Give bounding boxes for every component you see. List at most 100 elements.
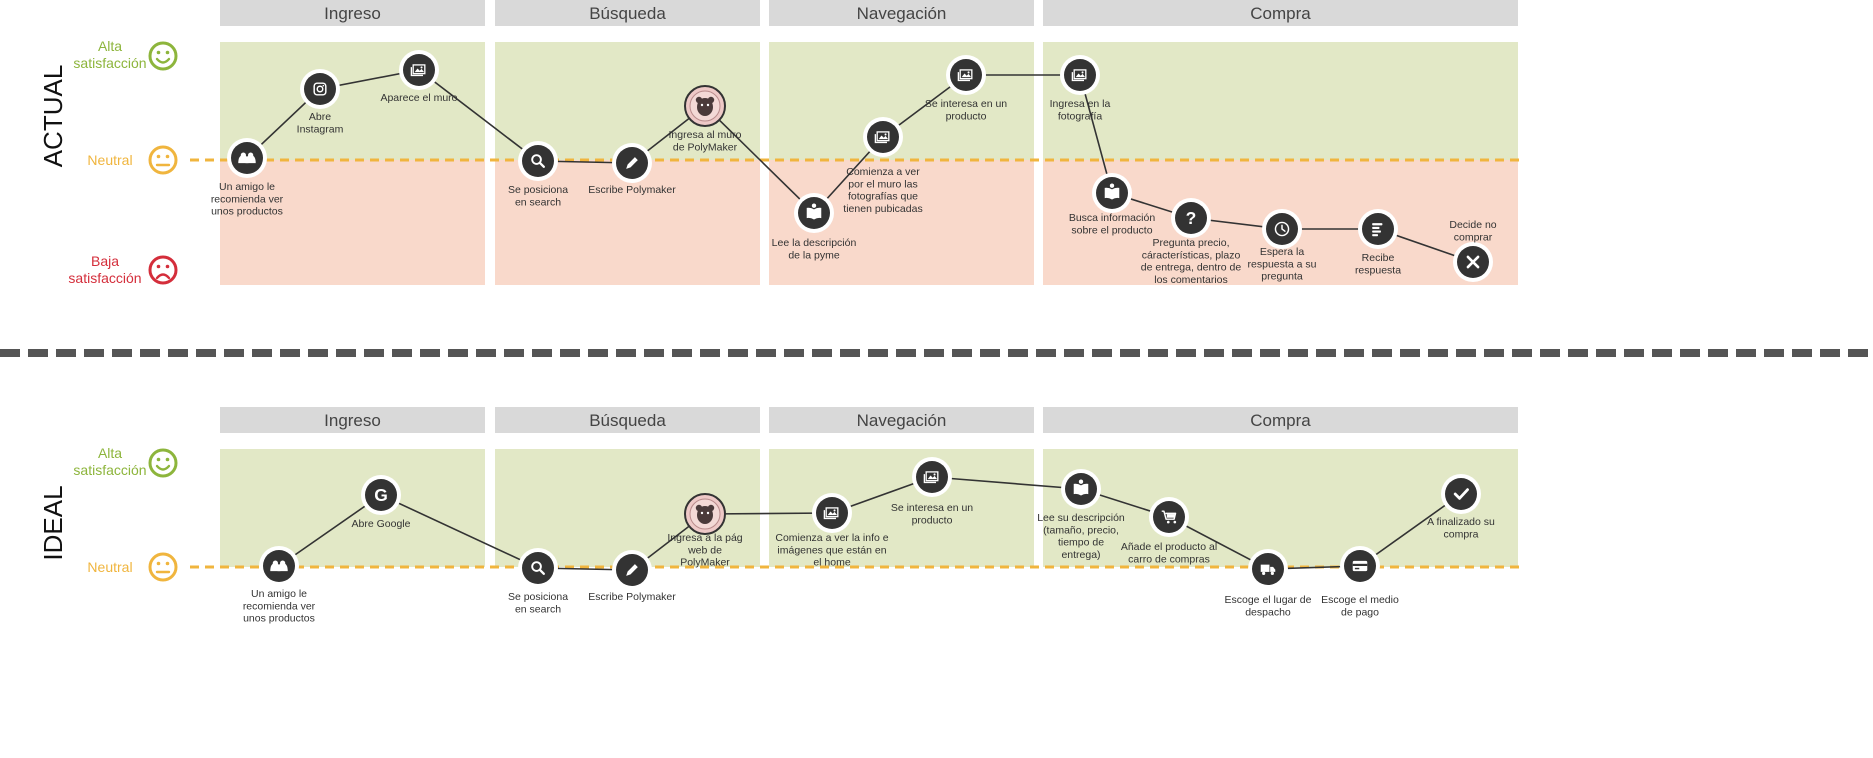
happy-face-icon	[148, 41, 178, 71]
book-icon	[1104, 183, 1120, 200]
image-icon	[410, 64, 426, 77]
step-label: Aparece el muro	[380, 92, 457, 104]
svg-text:G: G	[374, 485, 388, 505]
close-icon	[1466, 255, 1480, 269]
high-satisfaction-zone	[1043, 42, 1518, 160]
cart-icon	[1161, 510, 1177, 524]
section-title: ACTUAL	[38, 65, 68, 168]
pencil-icon	[626, 157, 638, 169]
svg-text:?: ?	[1186, 208, 1197, 228]
phase-header: Navegación	[769, 407, 1034, 433]
journey-step[interactable]: G Abre Google	[352, 475, 411, 530]
users-icon	[238, 152, 256, 164]
phase-header: Compra	[1043, 0, 1518, 26]
phase-header: Búsqueda	[495, 407, 760, 433]
search-icon	[531, 561, 545, 575]
journey-step[interactable]: Aparece el muro	[380, 50, 458, 104]
book-icon	[806, 203, 822, 220]
phase-title: Búsqueda	[589, 4, 666, 23]
happy-face-icon	[148, 448, 178, 478]
low-satisfaction-zone	[220, 160, 485, 285]
clock-icon	[1274, 221, 1290, 237]
pencil-icon	[626, 564, 638, 576]
image-icon	[923, 471, 939, 484]
phase-header: Navegación	[769, 0, 1034, 26]
legend-neutral-label: Neutral	[87, 559, 132, 575]
image-icon	[874, 131, 890, 144]
step-label: Lee su descripción(tamaño, precio,tiempo…	[1037, 512, 1125, 561]
list-icon	[1372, 223, 1383, 237]
journey-step[interactable]: Escribe Polymaker	[588, 143, 676, 196]
legend-neutral-label: Neutral	[87, 152, 132, 168]
high-satisfaction-zone	[1043, 449, 1518, 567]
journey-step[interactable]: Escribe Polymaker	[588, 550, 676, 603]
journey-step[interactable]: Lee su descripción(tamaño, precio,tiempo…	[1037, 469, 1125, 561]
image-icon	[957, 69, 973, 82]
step-label: Abre Google	[352, 518, 411, 530]
book-icon	[1073, 479, 1089, 496]
image-icon	[823, 507, 839, 520]
search-icon	[531, 154, 545, 168]
high-satisfaction-zone	[220, 449, 485, 567]
neutral-face-icon	[148, 145, 178, 175]
instagram-icon	[313, 82, 327, 96]
phase-header: Ingreso	[220, 0, 485, 26]
phase-header: Ingreso	[220, 407, 485, 433]
phase-title: Compra	[1250, 411, 1311, 430]
check-icon	[1453, 488, 1469, 500]
section-title: IDEAL	[38, 485, 68, 560]
phase-header: Compra	[1043, 407, 1518, 433]
high-satisfaction-zone	[220, 42, 485, 160]
phase-title: Ingreso	[324, 4, 381, 23]
google-icon: G	[374, 485, 388, 505]
actual-journey: Ingreso Búsqueda Navegación CompraACTUALAlt…	[38, 0, 1520, 286]
image-icon	[1071, 69, 1087, 82]
card-icon	[1352, 560, 1368, 572]
phase-title: Compra	[1250, 4, 1311, 23]
